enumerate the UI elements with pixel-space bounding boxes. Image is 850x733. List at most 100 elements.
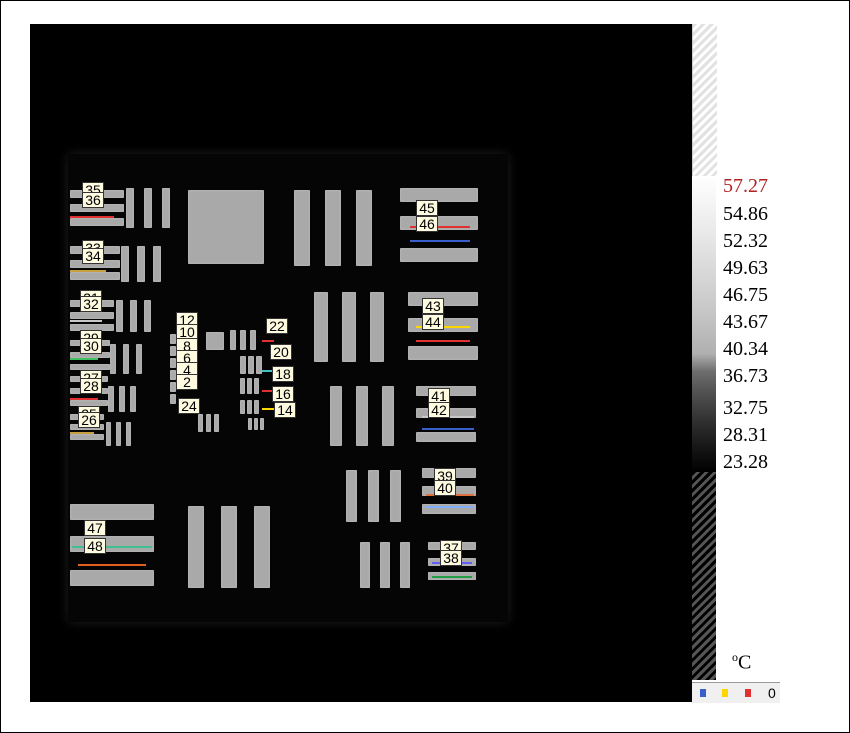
target-bar: [70, 570, 154, 586]
scale-label: 32.75: [723, 397, 768, 419]
measurement-line: [422, 428, 474, 430]
target-bar: [130, 300, 137, 332]
target-bar: [370, 292, 384, 362]
measurement-line: [70, 398, 98, 400]
measurement-tag: 18: [272, 366, 294, 382]
target-bar: [342, 292, 356, 362]
measurement-tag: 2: [176, 374, 198, 390]
target-bar: [198, 414, 203, 432]
measurement-tag: 22: [266, 318, 288, 334]
target-bar: [162, 188, 170, 228]
target-bar: [382, 386, 394, 446]
measurement-tag: 34: [82, 248, 104, 264]
target-bar: [170, 394, 176, 404]
scale-label-max: 57.27: [723, 175, 768, 197]
target-bar: [70, 204, 124, 212]
target-bar: [314, 292, 328, 362]
measurement-tag: 44: [422, 314, 444, 330]
target-bar: [126, 188, 134, 228]
target-bar: [260, 418, 264, 430]
measurement-tag: 48: [84, 538, 106, 554]
target-bar: [254, 400, 259, 414]
measurement-line: [72, 546, 152, 548]
target-bar: [188, 190, 264, 264]
target-bar: [380, 542, 390, 588]
measurement-line: [262, 340, 274, 342]
measurement-tag: 16: [272, 386, 294, 402]
target-bar: [170, 358, 176, 368]
target-bar: [116, 300, 123, 332]
target-bar: [126, 422, 131, 446]
target-bar: [144, 300, 151, 332]
target-bar: [247, 378, 252, 394]
target-bar: [170, 346, 176, 356]
legend-red-marker: [745, 689, 751, 697]
legend-zero-label: 0: [768, 685, 776, 701]
measurement-tag: 45: [416, 200, 438, 216]
target-bar: [144, 188, 152, 228]
target-bar: [170, 382, 176, 392]
scale-label: 46.75: [723, 284, 768, 306]
target-bar: [240, 378, 245, 394]
measurement-tag: 14: [274, 402, 296, 418]
target-bar: [70, 218, 124, 226]
legend-blue-marker: [700, 689, 706, 697]
target-bar: [214, 414, 219, 432]
target-bar: [400, 248, 478, 262]
target-bar: [70, 364, 110, 370]
scale-label: 43.67: [723, 311, 768, 333]
target-bar: [230, 330, 236, 350]
target-bar: [248, 356, 254, 374]
target-bar: [240, 400, 245, 414]
target-bar: [108, 386, 114, 412]
target-bar: [221, 506, 237, 588]
scale-label: 28.31: [723, 424, 768, 446]
target-bar: [70, 272, 120, 280]
scale-label-min: 23.28: [723, 451, 768, 473]
target-bar: [188, 506, 204, 588]
target-bar: [248, 418, 252, 430]
measurement-line: [70, 320, 102, 322]
scale-label: 54.86: [723, 203, 768, 225]
target-bar: [70, 312, 114, 319]
measurement-tag: 46: [416, 216, 438, 232]
unit-letter: C: [738, 651, 752, 674]
target-bar: [170, 370, 176, 380]
target-bar: [70, 324, 114, 331]
target-bar: [400, 542, 410, 588]
target-bar: [137, 246, 145, 282]
measurement-tag: 41: [428, 388, 450, 404]
target-bar: [70, 260, 120, 268]
target-bar: [130, 386, 136, 412]
measurement-tag: 32: [80, 296, 102, 312]
measurement-line: [70, 270, 106, 272]
temperature-unit: oC: [732, 650, 751, 675]
target-bar: [254, 418, 258, 430]
target-bar: [70, 536, 154, 552]
target-bar: [121, 246, 129, 282]
measurement-tag: 28: [80, 378, 102, 394]
target-bar: [346, 470, 357, 522]
target-bar: [136, 344, 142, 374]
measurement-line: [70, 432, 94, 434]
target-bar: [106, 422, 111, 446]
target-bar: [294, 190, 310, 266]
target-bar: [368, 470, 379, 522]
measurement-line: [432, 576, 472, 578]
measurement-tag: 40: [434, 480, 456, 496]
measurement-line: [416, 340, 470, 342]
measurement-line: [70, 358, 98, 360]
measurement-tag: 38: [440, 550, 462, 566]
measurement-tag: 20: [270, 344, 292, 360]
measurement-tag: 47: [84, 520, 106, 536]
target-bar: [70, 400, 108, 406]
measurement-line: [262, 390, 274, 392]
measurement-tag: 30: [80, 338, 102, 354]
measurement-tag: 42: [428, 402, 450, 418]
measurement-line: [262, 370, 274, 372]
measurement-line: [78, 564, 146, 566]
measurement-line: [262, 408, 274, 410]
measurement-line: [426, 506, 474, 508]
target-bar: [240, 330, 246, 350]
target-bar: [240, 356, 246, 374]
